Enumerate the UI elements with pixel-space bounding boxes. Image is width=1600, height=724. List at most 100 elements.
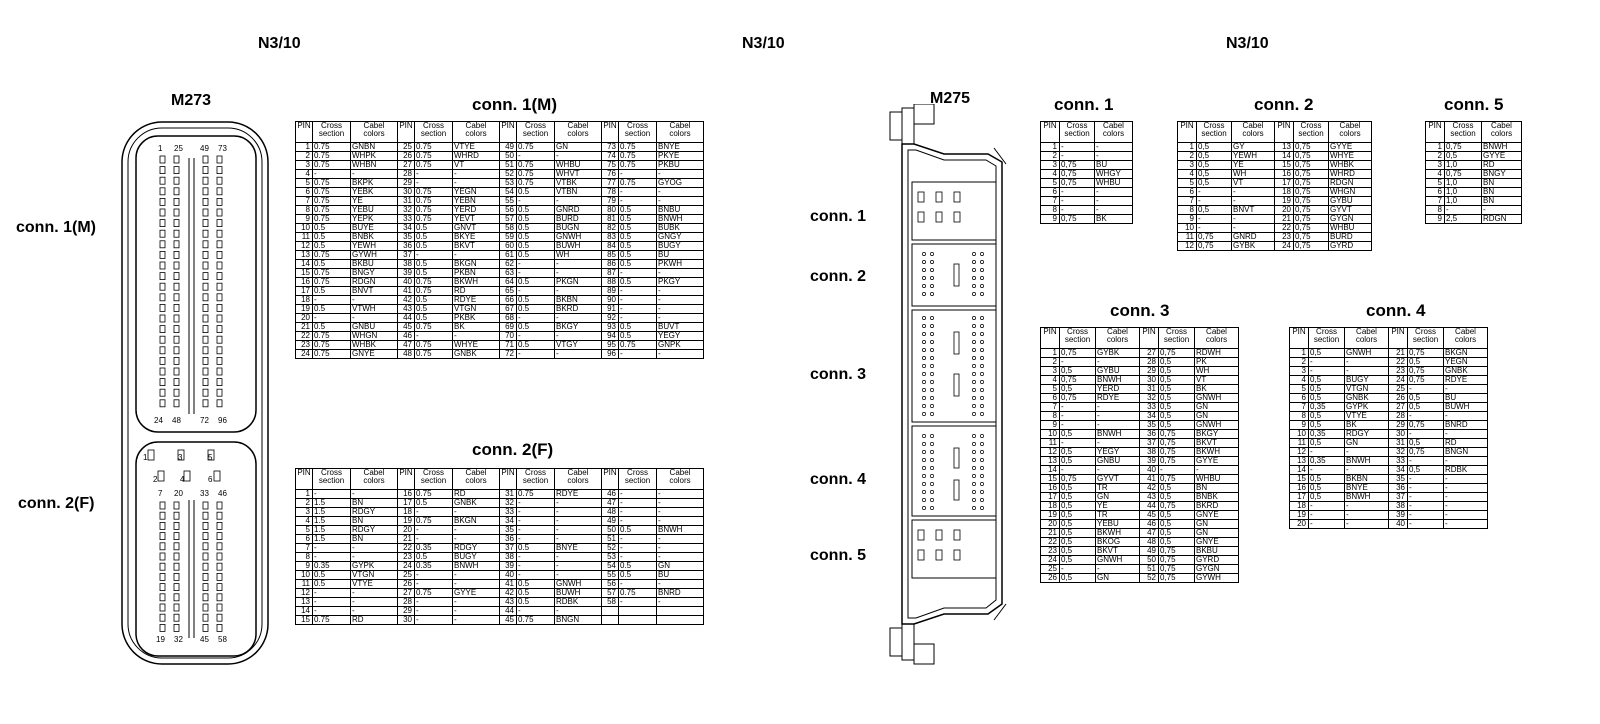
cable-color-cell: GYVT: [1095, 474, 1140, 484]
cross-section-cell: 0,5: [1059, 492, 1096, 502]
pin-cell: 6: [1040, 393, 1060, 403]
cross-section-cell: -: [414, 534, 453, 544]
pin-cell: 10: [1040, 429, 1060, 439]
cross-section-cell: 0,75: [1293, 223, 1329, 233]
pin-socket: [173, 532, 180, 541]
pin-cell: 32: [397, 205, 415, 215]
cable-color-cell: -: [1443, 411, 1488, 421]
cross-section-cell: -: [618, 498, 657, 508]
pin-contact: [930, 450, 934, 454]
table-row: 8--: [1040, 205, 1133, 215]
pin-cell: 40: [499, 570, 517, 580]
cable-color-cell: -: [1095, 564, 1140, 574]
cross-section-cell: -: [1407, 519, 1444, 529]
pin-cell: 11: [1289, 438, 1309, 448]
cross-section-cell: 0,75: [1293, 232, 1329, 242]
pin-socket: [173, 198, 180, 206]
cable-color-cell: TR: [1095, 510, 1140, 520]
pin-cell: 11: [295, 232, 313, 242]
m273-c2-num-1: 1: [143, 453, 148, 462]
pin-cell: 2: [295, 151, 313, 161]
pin-socket: [216, 198, 223, 206]
pin-cell: 19: [1040, 510, 1060, 520]
pin-contact: [980, 324, 984, 328]
pin-cell: 73: [601, 142, 619, 152]
cross-section-cell: 0.5: [516, 340, 555, 350]
cross-section-cell: 0.5: [414, 313, 453, 323]
cable-color-cell: -: [656, 543, 704, 553]
pin-cell: 57: [499, 214, 517, 224]
pin-cell: 53: [601, 552, 619, 562]
header-cabel: Cabel colors: [350, 121, 398, 143]
pin-cell: 40: [397, 277, 415, 287]
pin-socket: [173, 378, 180, 387]
cable-color-cell: GN: [554, 142, 602, 152]
pin-cell: 57: [601, 588, 619, 598]
cross-section-cell: -: [414, 615, 453, 625]
cross-section-cell: -: [1308, 501, 1345, 511]
pin-socket: [173, 303, 180, 312]
cable-color-cell: PKBK: [452, 313, 500, 323]
m273-connector-drawing: 1 25 49 73 24 48 72 96 1 3 5 2 4 6 7 20 …: [121, 121, 269, 665]
pin-contact: [922, 268, 926, 272]
pin-contact: [930, 268, 934, 272]
header-cabel: Cabel colors: [452, 121, 500, 143]
cross-section-cell: 0.35: [414, 543, 453, 553]
cross-section-cell: 0.5: [312, 286, 351, 296]
pin-cell: 26: [1040, 573, 1060, 583]
cross-section-cell: 0,5: [1059, 555, 1096, 565]
cross-section-cell: 0,75: [1293, 205, 1329, 215]
large-pin-socket: [953, 191, 961, 203]
header-pin: PIN: [1274, 121, 1294, 143]
cable-color-cell: [656, 606, 704, 616]
cable-color-cell: GN: [1194, 402, 1239, 412]
m273-c2-num-45: 45: [200, 635, 209, 644]
pin-cell: 37: [397, 250, 415, 260]
pin-contact: [930, 356, 934, 360]
cable-color-cell: -: [554, 151, 602, 161]
cable-color-cell: -: [554, 552, 602, 562]
cross-section-cell: 0.75: [618, 142, 657, 152]
pin-cell: 25: [1388, 384, 1408, 394]
pin-cell: 3: [1040, 366, 1060, 376]
cable-color-cell: BNVT: [1231, 205, 1275, 215]
header-cross: Cross section: [1059, 121, 1095, 143]
cable-color-cell: BUBK: [656, 223, 704, 233]
cable-color-cell: PKGN: [554, 277, 602, 287]
cross-section-cell: -: [618, 597, 657, 607]
key-slot: [953, 373, 960, 397]
pin-contact: [922, 388, 926, 392]
cable-color-cell: RDGN: [350, 277, 398, 287]
pin-cell: 9: [1289, 420, 1309, 430]
cable-color-cell: BKGN: [1443, 348, 1488, 358]
cross-section-cell: 0,75: [1059, 375, 1096, 385]
pin-contact: [922, 260, 926, 264]
cable-color-cell: WHRD: [1328, 169, 1372, 179]
cable-color-cell: BKGY: [554, 322, 602, 332]
pin-socket: [173, 282, 180, 291]
pin-cell: 17: [1289, 492, 1309, 502]
pin-contact: [980, 316, 984, 320]
pin-contact: [930, 380, 934, 384]
pin-contact: [980, 356, 984, 360]
pin-cell: 77: [601, 178, 619, 188]
cross-section-cell: 0.35: [414, 561, 453, 571]
cable-color-cell: -: [656, 507, 704, 517]
cross-section-cell: 0,5: [1059, 429, 1096, 439]
pin-socket: [216, 240, 223, 249]
header-cabel: Cabel colors: [1344, 327, 1389, 349]
pin-cell: 19: [295, 304, 313, 314]
pin-cell: 19: [1289, 510, 1309, 520]
cable-color-cell: -: [452, 169, 500, 179]
cross-section-cell: 0.5: [516, 277, 555, 287]
